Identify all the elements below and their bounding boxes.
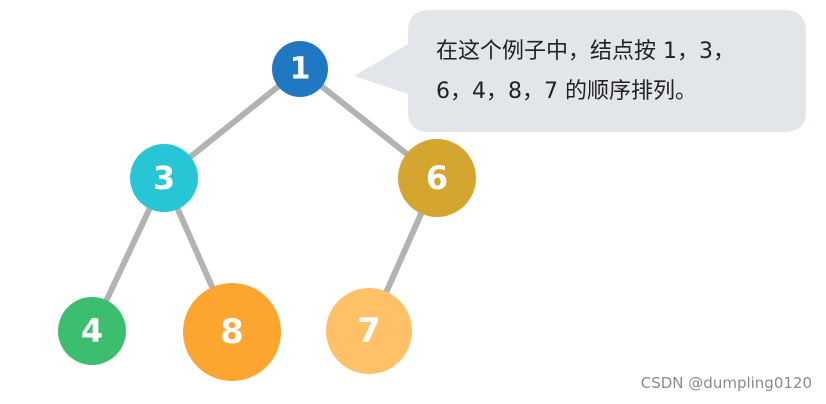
node-label: 4 (81, 312, 103, 350)
callout-shape (354, 10, 806, 132)
node-label: 6 (426, 159, 448, 197)
node-label: 1 (290, 52, 311, 87)
node-circle (58, 297, 126, 365)
node-label: 8 (220, 312, 244, 352)
node-circle (272, 41, 328, 97)
node-label: 3 (153, 159, 175, 197)
tree-node-3: 3 (130, 144, 198, 212)
tree-node-8: 8 (183, 283, 281, 381)
tree-node-7: 7 (326, 288, 412, 374)
callout-line-1: 在这个例子中，结点按 1，3， (436, 39, 735, 64)
tree-node-6: 6 (398, 139, 476, 217)
node-label: 7 (357, 311, 381, 351)
node-circle (183, 283, 281, 381)
tree-node-1: 1 (272, 41, 328, 97)
callout-bubble: 在这个例子中，结点按 1，3， 6，4，8，7 的顺序排列。 (354, 10, 806, 132)
node-circle (398, 139, 476, 217)
tree-node-4: 4 (58, 297, 126, 365)
callout-line-2: 6，4，8，7 的顺序排列。 (436, 79, 697, 104)
node-circle (326, 288, 412, 374)
node-circle (130, 144, 198, 212)
watermark: CSDN @dumpling0120 (640, 374, 812, 392)
